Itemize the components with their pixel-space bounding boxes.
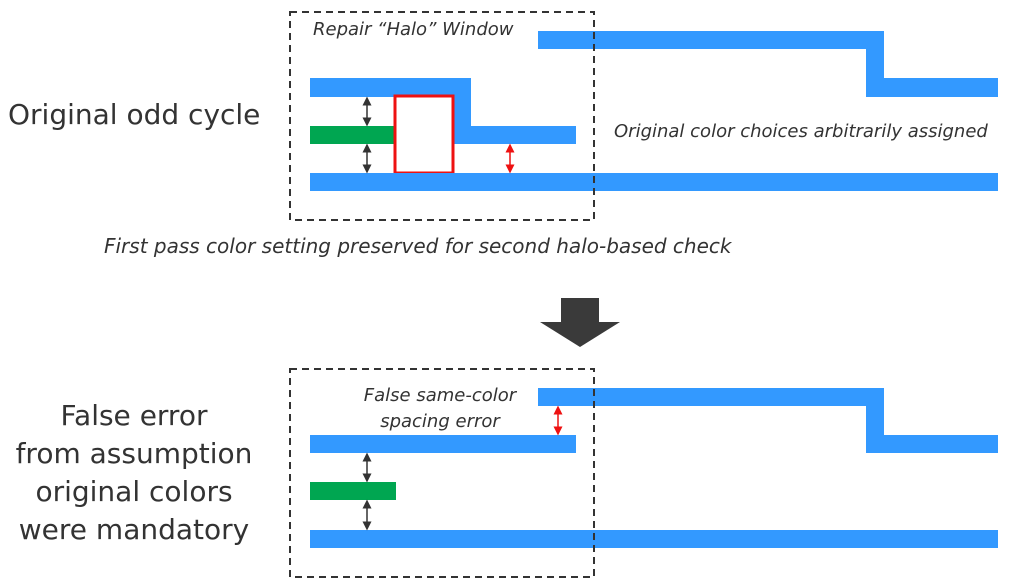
error-note: False same-color spacing error — [350, 383, 530, 435]
bottom-title-line: from assumption — [15, 437, 253, 470]
error-note-line: spacing error — [380, 411, 500, 432]
top-halo-window — [289, 11, 595, 221]
bottom-title: False error from assumption original col… — [0, 397, 268, 549]
top-bottom-wire — [310, 173, 998, 191]
bottom-bottom-wire — [310, 530, 998, 548]
halo-window-label: Repair “Halo” Window — [313, 19, 514, 40]
top-title: Original odd cycle — [8, 98, 261, 131]
right-note: Original color choices arbitrarily assig… — [614, 121, 988, 142]
bottom-title-line: False error — [60, 399, 208, 432]
top-upper-step-wire — [538, 31, 998, 97]
bottom-title-line: were mandatory — [18, 513, 250, 546]
bottom-upper-step-wire — [538, 388, 998, 453]
top-repair-box — [393, 94, 455, 175]
top-green-wire — [310, 126, 396, 144]
bottom-panel — [289, 368, 998, 578]
bottom-green-wire — [310, 482, 396, 500]
bottom-halo-window — [289, 368, 595, 578]
bottom-middle-wire — [310, 435, 576, 453]
down-arrow-icon — [540, 298, 620, 347]
top-middle-upper-wire — [310, 78, 576, 144]
error-note-line: False same-color — [363, 385, 517, 406]
top-panel — [289, 11, 998, 221]
bottom-title-line: original colors — [35, 475, 233, 508]
top-caption: First pass color setting preserved for s… — [104, 234, 732, 258]
